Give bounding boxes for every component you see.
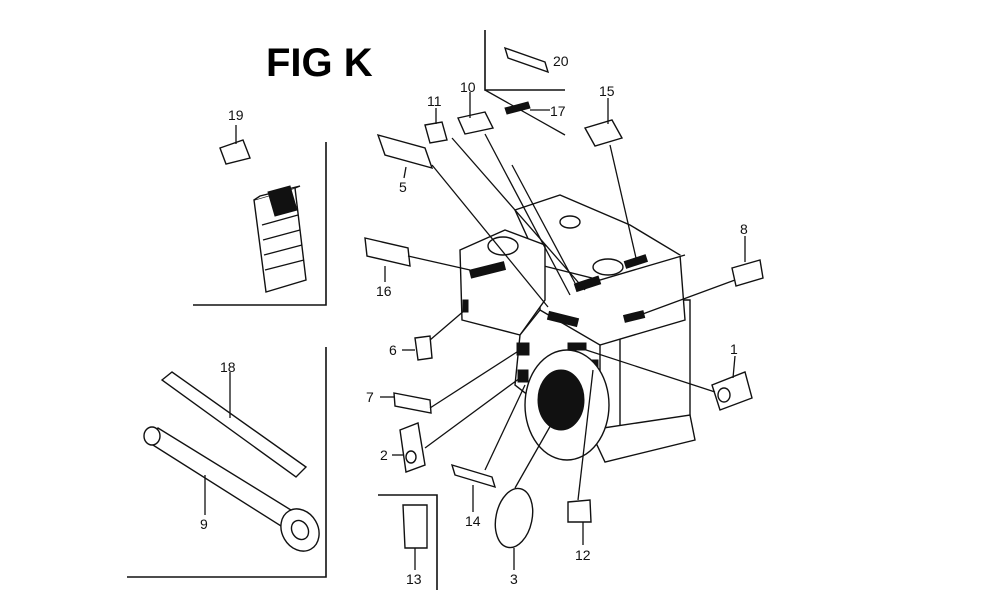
part-6 [414, 335, 433, 361]
part-16 [364, 237, 411, 267]
inset-top-diagonal [484, 89, 566, 136]
callout-11: 11 [427, 93, 442, 109]
callout-12: 12 [575, 547, 591, 563]
switch-label-spot [516, 342, 530, 356]
leader-6 [429, 309, 466, 341]
callout-numbers: 20 17 10 11 15 5 8 16 6 7 1 2 14 13 3 12… [200, 53, 748, 587]
figure-title: FIG K [266, 41, 373, 85]
callout-6: 6 [389, 342, 397, 358]
leader-16 [407, 255, 471, 271]
part-15 [583, 119, 624, 147]
part-7 [393, 392, 432, 414]
leader-lines [204, 92, 746, 570]
inset-frame-bottom-left [127, 347, 327, 578]
leader-11 [451, 137, 586, 291]
air-cleaner-knob [487, 236, 519, 256]
callout-7: 7 [366, 389, 374, 405]
callout-13: 13 [406, 571, 422, 587]
callout-20: 20 [553, 53, 569, 69]
part-1-hole [717, 387, 731, 403]
inset-frame-bottom [378, 494, 438, 590]
tank-label-spot [573, 275, 602, 293]
callout-19: 19 [228, 107, 244, 123]
leader-17 [511, 164, 576, 284]
inset-frame-top-left [193, 142, 327, 306]
callout-16: 16 [376, 283, 392, 299]
tank-label-spot-2 [623, 254, 649, 269]
callout-18: 18 [220, 359, 236, 375]
callout-10: 10 [460, 79, 476, 95]
part-8 [731, 259, 764, 287]
leader-14 [484, 384, 526, 471]
callout-14: 14 [465, 513, 481, 529]
side-label-spot [517, 369, 529, 383]
engine-assembly [459, 194, 696, 463]
fuel-cap [592, 258, 624, 276]
engine-base [588, 414, 696, 463]
leader-2 [424, 377, 521, 449]
part-9-end [143, 426, 161, 446]
housing-label-spot [546, 310, 580, 328]
leader-5 [431, 164, 549, 308]
callout-3: 3 [510, 571, 518, 587]
air-cleaner-side-spot [462, 299, 469, 313]
leader-7 [429, 349, 521, 409]
part-11 [424, 121, 448, 144]
part-10 [457, 111, 495, 135]
leader-10 [484, 133, 571, 296]
part-18 [160, 371, 308, 478]
air-cleaner [459, 229, 546, 336]
recoil-starter-center [537, 369, 585, 431]
part-3 [494, 487, 534, 549]
callout-2: 2 [380, 447, 388, 463]
air-cleaner-label-spot [468, 261, 507, 279]
housing-label-spot-2 [567, 342, 587, 351]
callout-1: 1 [730, 341, 738, 357]
part-13 [402, 504, 428, 549]
leader-3 [514, 422, 553, 489]
leader-15 [609, 144, 637, 259]
callout-9: 9 [200, 516, 208, 532]
leader-1 [579, 347, 716, 393]
part-2-hole [405, 450, 417, 464]
callout-15: 15 [599, 83, 615, 99]
part-1 [711, 371, 753, 411]
part-5 [376, 133, 434, 170]
leader-8 [639, 279, 736, 316]
callout-17: 17 [550, 103, 566, 119]
part-12 [567, 499, 592, 523]
part-9-socket-inner [290, 519, 310, 541]
part-19 [219, 139, 251, 165]
parts [143, 46, 764, 552]
part-20 [503, 46, 550, 74]
part-2 [399, 422, 426, 473]
tank-hole [559, 215, 581, 229]
owner-manual-booklet [253, 185, 307, 293]
part-14 [450, 463, 497, 489]
callout-5: 5 [399, 179, 407, 195]
leader-12 [577, 369, 594, 501]
callout-8: 8 [740, 221, 748, 237]
